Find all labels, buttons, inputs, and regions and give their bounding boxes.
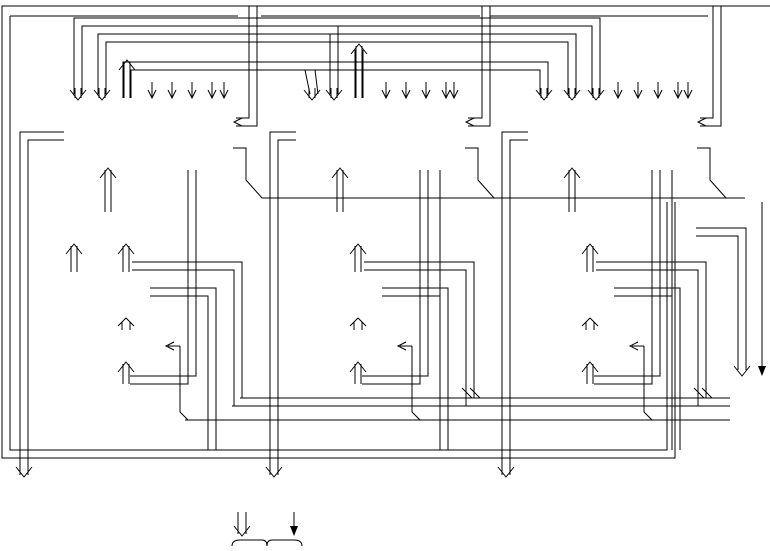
double-down-arrow-icon bbox=[69, 89, 87, 101]
double-up-arrow-icon bbox=[65, 243, 83, 255]
double-up-arrow-icon bbox=[118, 59, 136, 71]
double-up-arrow-icon bbox=[581, 361, 599, 373]
down-arrow-icon bbox=[167, 89, 177, 100]
stage-wiring bbox=[15, 167, 766, 537]
bottom-buses bbox=[185, 397, 730, 421]
wire bbox=[596, 261, 707, 398]
double-up-arrow-icon bbox=[581, 243, 599, 255]
double-up-arrow-icon bbox=[99, 167, 117, 179]
double-down-arrow-icon bbox=[265, 466, 283, 478]
left-arrow-icon bbox=[232, 117, 243, 127]
wire bbox=[130, 170, 197, 377]
down-arrow-icon bbox=[147, 89, 157, 100]
down-arrow-icon bbox=[613, 89, 623, 100]
down-arrow-icon bbox=[187, 89, 197, 100]
left-arrow-icon bbox=[696, 117, 707, 127]
down-arrow-icon bbox=[653, 89, 663, 100]
double-down-arrow-icon bbox=[93, 89, 111, 101]
double-up-arrow-icon bbox=[117, 361, 135, 373]
double-down-arrow-icon bbox=[15, 466, 33, 478]
down-arrow-icon bbox=[441, 89, 451, 100]
wire bbox=[150, 287, 217, 450]
bottom-group bbox=[231, 512, 303, 547]
wire bbox=[594, 170, 661, 377]
down-arrow-icon bbox=[219, 89, 229, 100]
wire bbox=[693, 387, 705, 399]
left-arrow-icon bbox=[396, 341, 407, 351]
down-arrow-icon bbox=[449, 89, 459, 100]
wire bbox=[614, 287, 681, 450]
down-arrow-icon bbox=[207, 89, 217, 100]
double-down-arrow-icon bbox=[497, 466, 515, 478]
double-down-arrow-icon bbox=[325, 89, 343, 101]
wire bbox=[132, 261, 243, 398]
down-arrow-icon bbox=[381, 89, 391, 100]
double-up-arrow-icon bbox=[563, 167, 581, 179]
control-line bbox=[233, 147, 745, 199]
left-arrow-icon bbox=[464, 117, 475, 127]
wire bbox=[614, 295, 673, 450]
wire bbox=[596, 269, 699, 406]
wire bbox=[179, 346, 189, 421]
wire bbox=[150, 295, 209, 450]
wire bbox=[364, 261, 475, 398]
wire bbox=[382, 287, 449, 450]
wire bbox=[643, 346, 653, 421]
wire bbox=[382, 295, 441, 450]
wire bbox=[130, 170, 189, 385]
double-up-arrow-icon bbox=[349, 361, 367, 373]
wire bbox=[132, 269, 235, 406]
double-down-arrow-icon bbox=[233, 525, 251, 537]
down-arrow-icon bbox=[633, 89, 643, 100]
down-arrow-icon bbox=[683, 89, 693, 100]
left-arrow-icon bbox=[628, 341, 639, 351]
up-arrow-icon bbox=[581, 317, 599, 327]
left-arrow-icon bbox=[164, 341, 175, 351]
right-bundle bbox=[696, 202, 763, 370]
double-down-arrow-icon bbox=[587, 89, 605, 101]
left-output-buses bbox=[19, 131, 528, 475]
down-arrow-icon bbox=[758, 366, 766, 376]
double-down-arrow-icon bbox=[303, 89, 321, 101]
top-bus-lines bbox=[73, 17, 601, 98]
wire bbox=[364, 269, 467, 406]
outer-frame bbox=[1, 5, 770, 459]
up-arrow-icon bbox=[349, 317, 367, 327]
down-arrow-icon bbox=[673, 89, 683, 100]
wire bbox=[701, 387, 713, 399]
wire bbox=[411, 346, 421, 421]
down-arrow-icon bbox=[421, 89, 431, 100]
double-down-arrow-icon bbox=[563, 89, 581, 101]
double-up-arrow-icon bbox=[349, 243, 367, 255]
double-up-arrow-icon bbox=[350, 43, 368, 55]
up-arrow-icon bbox=[117, 317, 135, 327]
wire bbox=[461, 387, 473, 399]
double-up-arrow-icon bbox=[331, 167, 349, 179]
feed-drops bbox=[236, 6, 722, 127]
wire bbox=[469, 387, 481, 399]
wire bbox=[594, 170, 653, 385]
double-down-arrow-icon bbox=[733, 365, 751, 377]
double-down-arrow-icon bbox=[535, 89, 553, 101]
double-up-arrow-icon bbox=[117, 243, 135, 255]
top-down-arrows bbox=[69, 43, 707, 127]
wire bbox=[362, 170, 421, 385]
wire bbox=[362, 170, 429, 377]
down-arrow-icon bbox=[401, 89, 411, 100]
